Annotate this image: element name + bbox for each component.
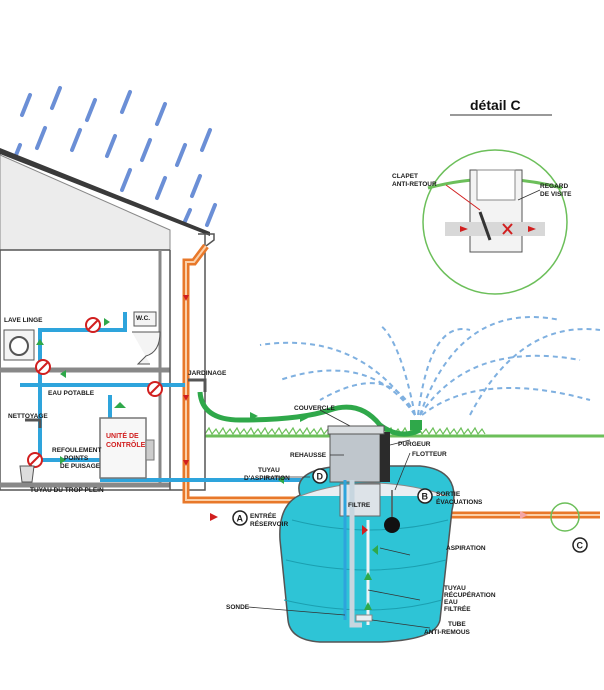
entree-label-1: ENTRÉE (250, 511, 277, 520)
sonde-label: SONDE (226, 604, 250, 611)
svg-text:D: D (317, 472, 324, 482)
clapet-label-2: ANTI-RETOUR (392, 181, 437, 188)
valve-icons (27, 317, 163, 468)
tube-label-2: ANTI-REMOUS (424, 629, 471, 636)
control-unit-label-2: CONTRÔLE (106, 440, 146, 449)
tuyau-recup-label-3: EAU (444, 599, 458, 606)
refoulement-label-1: REFOULEMENT (52, 447, 102, 454)
tuyau-aspiration-label-1: TUYAU (258, 467, 280, 474)
detail-c-title: détail C (470, 97, 521, 113)
entree-label-2: RÉSERVOIR (250, 519, 288, 528)
regard-label-2: DE VISITE (540, 191, 572, 198)
marker-a: A (232, 510, 248, 526)
toilet-icon (132, 311, 161, 365)
svg-text:C: C (577, 541, 584, 551)
control-unit-label-1: UNITÉ DE (106, 431, 139, 440)
rain (10, 86, 217, 230)
refoulement-label-3: DE PUISAGE (60, 463, 101, 470)
sortie-label-2: ÉVACUATIONS (436, 497, 483, 506)
tuyau-recup-label-2: RÉCUPÉRATION (444, 590, 496, 599)
couvercle-label: COUVERCLE (294, 405, 335, 412)
eau-potable-label: EAU POTABLE (48, 390, 95, 397)
refoulement-label-2: POINTS (64, 455, 89, 462)
overflow-outlet (210, 502, 580, 532)
control-unit (99, 417, 155, 479)
tuyau-aspiration-label-2: D'ASPIRATION (244, 475, 290, 482)
labels: détail C CLAPET ANTI-RETOUR REGARD DE VI… (4, 97, 572, 636)
tuyau-recup-label-1: TUYAU (444, 585, 466, 592)
purgeur-label: PURGEUR (398, 441, 431, 448)
aspiration-label: ASPIRATION (446, 545, 486, 552)
regard-label-1: REGARD (540, 183, 568, 190)
clapet-label-1: CLAPET (392, 173, 418, 180)
svg-text:A: A (237, 514, 244, 524)
flotteur-label: FLOTTEUR (412, 451, 447, 458)
garden-hose (188, 378, 422, 437)
nettoyage-label: NETTOYAGE (8, 413, 48, 420)
wc-label: W.C. (136, 315, 150, 322)
house-flow-arrows (36, 318, 284, 484)
washing-machine-icon (3, 329, 35, 361)
detail-c-inset (422, 114, 568, 295)
filtre-label: FILTRE (348, 502, 371, 509)
lave-linge-label: LAVE LINGE (4, 317, 43, 324)
marker-b: B (417, 488, 433, 504)
leader-lines (247, 409, 431, 629)
jardinage-label: JARDINAGE (188, 370, 227, 377)
sortie-label-1: SORTIE (436, 491, 461, 498)
sprinkler-spray (259, 316, 601, 416)
tuyau-recup-label-4: FILTRÉE (444, 604, 471, 613)
trop-plein-label: TUYAU DU TROP PLEIN (30, 487, 104, 494)
marker-c: C (572, 537, 588, 553)
tube-label-1: TUBE (448, 621, 466, 628)
house (0, 148, 210, 491)
marker-d: D (312, 468, 328, 484)
cleaning-tap-icon (19, 418, 42, 483)
rehausse-label: REHAUSSE (290, 452, 327, 459)
svg-text:B: B (422, 492, 429, 502)
